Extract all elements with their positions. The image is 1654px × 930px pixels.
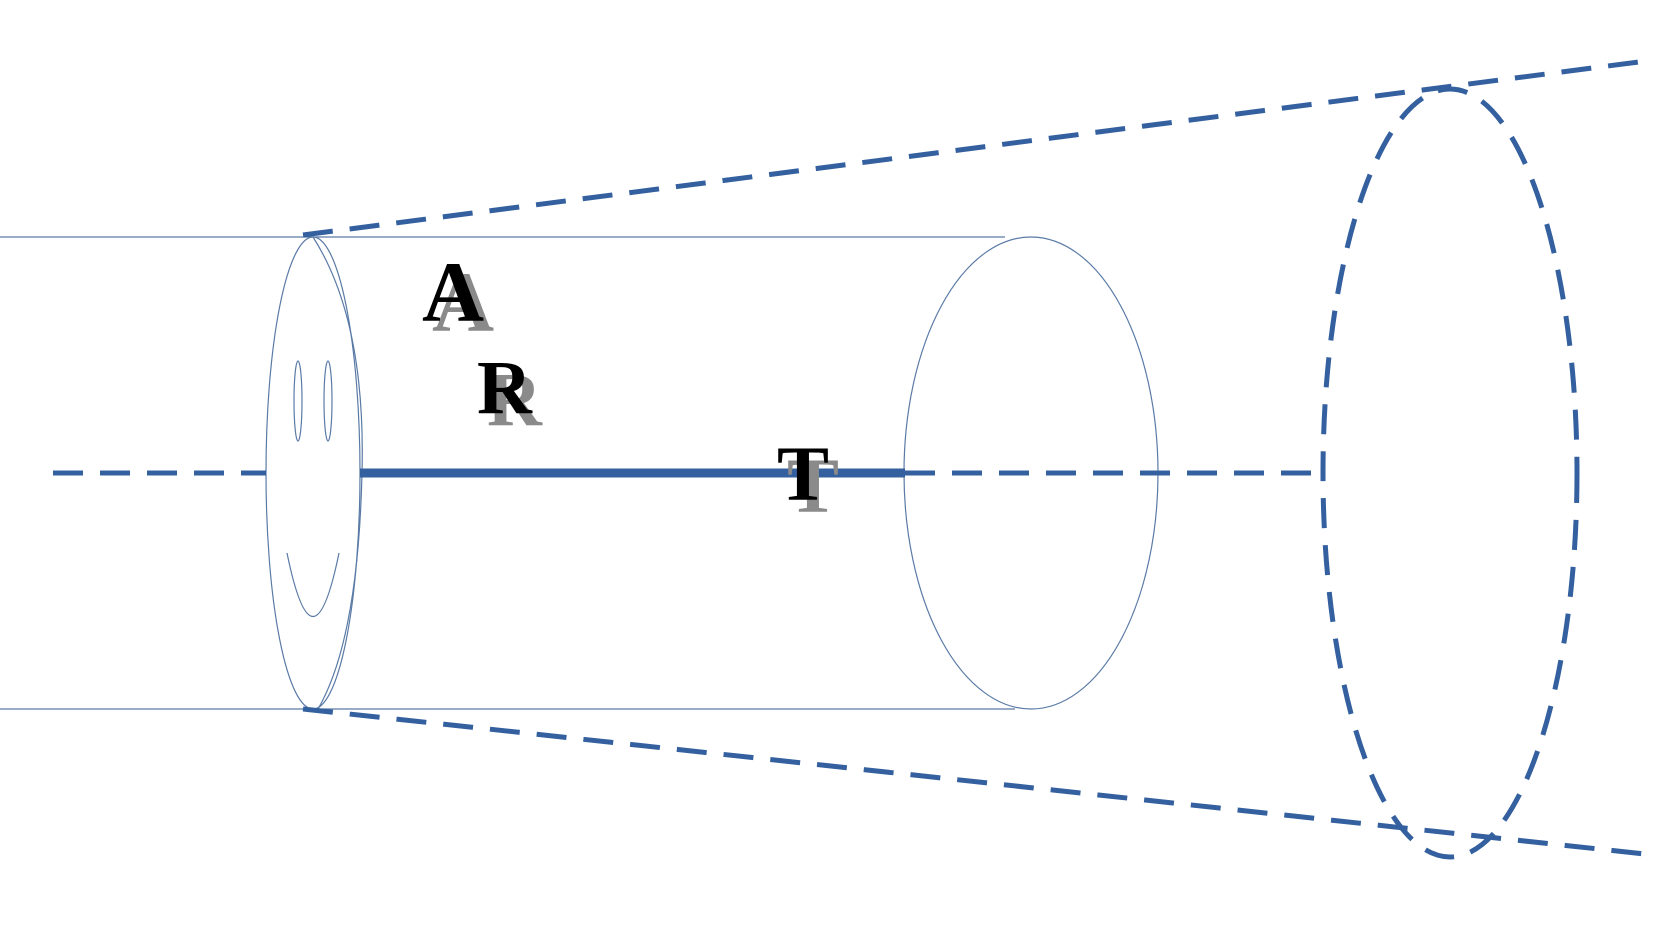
projection-cone <box>302 57 1654 860</box>
letter-a-main: A <box>422 244 484 340</box>
left-eye <box>293 360 303 442</box>
letter-a: A A <box>422 244 494 350</box>
letter-t-shadow: T <box>787 442 839 529</box>
letter-r: R R <box>477 346 543 442</box>
letter-r-shadow: R <box>487 358 543 442</box>
cone-lower-edge <box>302 706 1654 858</box>
smiley-face-icon <box>265 236 363 710</box>
letter-r-main: R <box>477 346 533 430</box>
letter-t-main: T <box>777 430 829 517</box>
letter-a-shadow: A <box>432 254 494 350</box>
right-eye <box>323 360 333 442</box>
smile <box>286 552 340 618</box>
letter-t: T T <box>777 430 839 529</box>
projected-disk <box>1320 86 1580 860</box>
cone-upper-edge <box>302 57 1654 238</box>
face-disk-front <box>265 236 361 710</box>
face-disk-rim <box>312 236 363 710</box>
